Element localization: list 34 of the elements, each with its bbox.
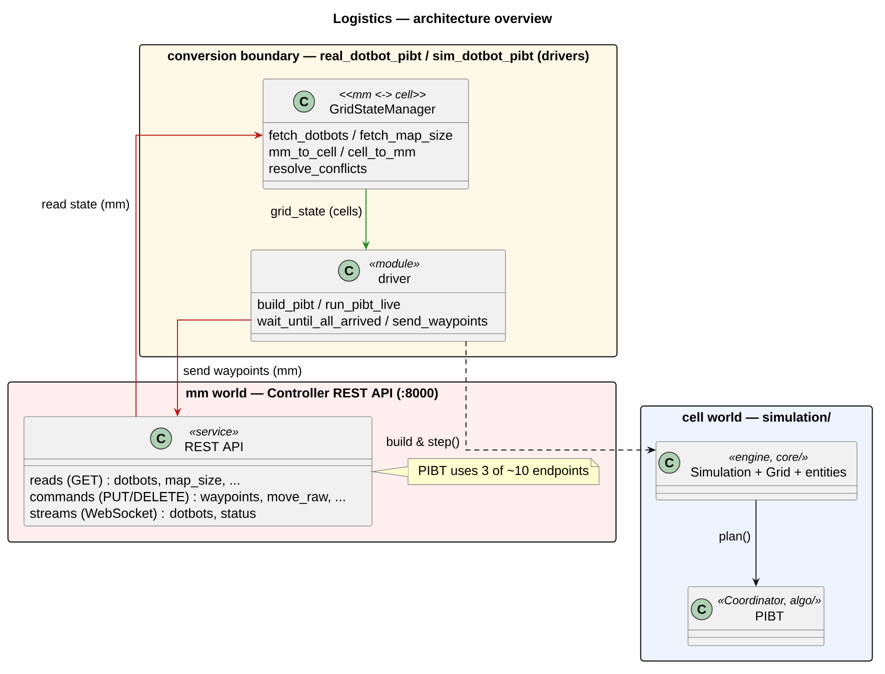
edge-label: send waypoints (mm) xyxy=(182,364,303,378)
attribute-text: build_pibt / run_pibt_live xyxy=(258,299,400,312)
attribute-text: mm_to_cell / cell_to_mm xyxy=(270,146,415,160)
edge-label: build & step() xyxy=(385,436,461,450)
attribute-text: streams (WebSocket) : dotbots, status xyxy=(30,508,256,521)
note: PIBT uses 3 of ~10 endpoints xyxy=(408,458,600,485)
class-name: GridStateManager xyxy=(330,104,436,116)
stereotype: «module» xyxy=(370,259,420,268)
package-heading: mm world — Controller REST API (:8000) xyxy=(186,388,438,400)
attribute-text: resolve_conflicts xyxy=(270,163,367,176)
class-box xyxy=(688,586,824,646)
class-box xyxy=(656,441,858,500)
attribute-text: fetch_dotbots / fetch_map_size xyxy=(268,130,452,143)
attribute-text: reads (GET) : dotbots, map_size, ... xyxy=(30,474,240,488)
stereotype: «service» xyxy=(190,427,238,436)
attribute-text: commands (PUT/DELETE) : waypoints, move_raw, ... xyxy=(30,492,345,504)
attribute-text: wait_until_all_arrived / send_waypoints xyxy=(257,316,488,328)
edge-label: plan() xyxy=(718,530,752,544)
note-connector xyxy=(369,466,408,477)
class-name: REST API xyxy=(185,442,242,452)
stereotype: «Coordinator, algo/» xyxy=(718,596,821,607)
class-box xyxy=(24,416,372,526)
package-heading: cell world — simulation/ xyxy=(682,412,831,422)
stereotype: «engine, core/» xyxy=(729,452,808,464)
edge-label: read state (mm) xyxy=(40,198,131,212)
class-name: Simulation + Grid + entities xyxy=(691,467,846,477)
class-name: driver xyxy=(378,274,411,284)
edge-label: grid_state (cells) xyxy=(270,205,364,219)
package-heading: conversion boundary — real_dotbot_pibt / sim_dotbot_pibt (drivers) xyxy=(168,50,589,63)
class-box xyxy=(250,250,506,342)
class-name: PIBT xyxy=(756,612,784,620)
stereotype: <<mm <-> cell>> xyxy=(340,90,426,98)
title: Logistics — architecture overview xyxy=(334,13,552,26)
class-box xyxy=(262,78,469,190)
